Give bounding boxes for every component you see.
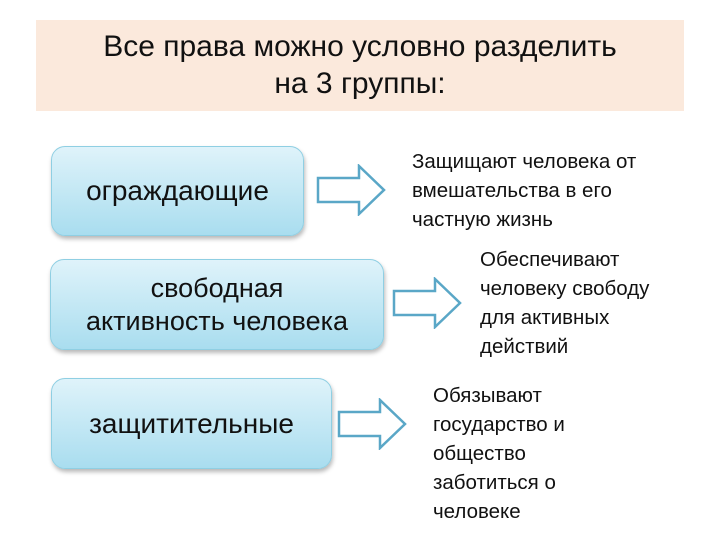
description-line: для активных	[480, 306, 610, 329]
description-line: государство и	[433, 413, 565, 436]
group-description-free-activity: Обеспечивают человеку свободу для активн…	[480, 245, 649, 361]
group-label-line-1: свободная	[150, 272, 284, 303]
description-line: человеке	[433, 500, 521, 523]
page-title: Все права можно условно разделить на 3 г…	[36, 28, 684, 102]
description-line: Обязывают	[433, 384, 542, 407]
group-box-free-activity: свободная активность человека	[50, 259, 384, 350]
group-label-line-2: активность человека	[85, 305, 349, 336]
description-line: человеку свободу	[480, 277, 650, 300]
group-box-protective: ограждающие	[51, 146, 304, 236]
group-description-protective: Защищают человека от вмешательства в его…	[412, 147, 636, 234]
right-arrow-icon	[392, 277, 462, 329]
group-box-defensive: защитительные	[51, 378, 332, 469]
right-arrow-icon	[316, 164, 386, 216]
group-label-defensive: защитительные	[89, 407, 294, 439]
description-line: Защищают человека от	[412, 150, 637, 173]
description-line: вмешательства в его	[412, 179, 612, 202]
description-line: заботиться о	[433, 471, 556, 494]
description-line: частную жизнь	[412, 208, 553, 231]
description-line: Обеспечивают	[480, 248, 620, 271]
description-line: общество	[433, 442, 526, 465]
title-band	[36, 20, 684, 111]
title-line-1: Все права можно условно разделить	[103, 30, 617, 63]
group-description-defensive: Обязывают государство и общество заботит…	[433, 381, 565, 526]
title-line-2: на 3 группы:	[274, 67, 446, 100]
right-arrow-icon	[337, 398, 407, 450]
group-label-protective: ограждающие	[86, 175, 269, 206]
description-line: действий	[480, 335, 569, 358]
